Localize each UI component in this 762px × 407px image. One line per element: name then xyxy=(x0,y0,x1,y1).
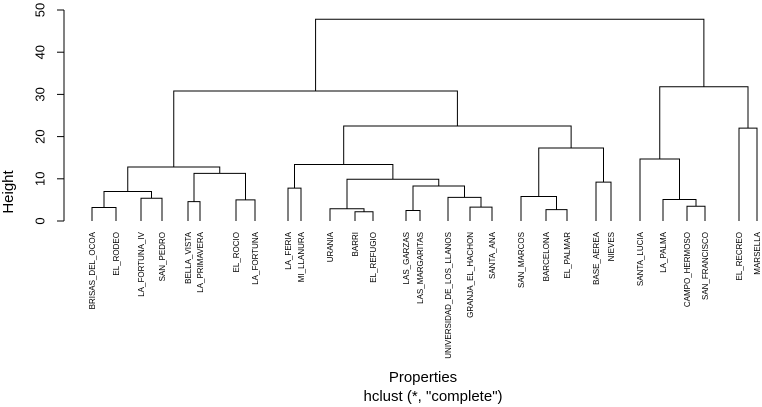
leaf-labels: BRISAS_DEL_OCOA EL_RODEO LA_FORTUNA_IV SAN_… xyxy=(88,231,762,358)
leaf-label: BRISAS_DEL_OCOA xyxy=(88,231,97,309)
leaf-label: BARCELONA xyxy=(542,231,551,281)
leaf-label: LA_FORTUNA xyxy=(251,231,260,284)
y-axis-ticks: 0 10 20 30 40 50 xyxy=(33,3,64,225)
dendrogram-merge-link xyxy=(447,196,482,221)
leaf-label: SANTA_ANA xyxy=(488,231,497,279)
dendrogram-merge-link xyxy=(686,205,706,221)
leaf-label: EL_RODEO xyxy=(112,232,121,276)
dendrogram-merge-link xyxy=(412,185,465,211)
dendrogram-merge-link xyxy=(405,209,421,221)
y-tick-label: 10 xyxy=(33,172,48,186)
leaf-label: SAN_FRANCISCO xyxy=(701,232,710,300)
leaf-label: CAMPO_HERMOSO xyxy=(683,232,692,307)
dendrogram-merge-link xyxy=(235,199,256,221)
leaf-label: SAN_MARCOS xyxy=(517,232,526,288)
dendrogram-merge-link xyxy=(140,197,163,221)
leaf-label: EL_PALMAR xyxy=(563,232,572,279)
leaf-label: GRANJA_EL_HACHON xyxy=(466,232,475,318)
leaf-label: LA_FERIA xyxy=(284,231,293,269)
leaf-label: NIEVES xyxy=(607,232,616,261)
dendrogram-merge-link xyxy=(738,127,758,221)
dendrogram-merge-link xyxy=(662,198,697,221)
dendrogram-merge-link xyxy=(538,147,604,197)
y-tick-label: 0 xyxy=(33,217,48,224)
leaf-label: EL_RECREO xyxy=(735,232,744,280)
x-axis-title: Properties xyxy=(389,369,457,386)
y-axis-title: Height xyxy=(0,169,17,213)
leaf-label: MI_LLANURA xyxy=(297,231,306,282)
leaf-label: EL_ROCIO xyxy=(232,232,241,272)
leaf-label: LA_PRIMAVERA xyxy=(196,231,205,292)
y-tick-label: 50 xyxy=(33,3,48,17)
dendrogram-merge-link xyxy=(294,163,394,189)
leaf-label: MARSELLA xyxy=(753,231,762,274)
leaf-label: SAN_PEDRO xyxy=(158,232,167,281)
dendrogram-merge-link xyxy=(91,206,117,221)
dendrogram-merge-link xyxy=(127,166,221,192)
leaf-label: BARRI xyxy=(351,232,360,256)
dendrogram-merge-link xyxy=(187,201,201,221)
dendrogram-merge-link xyxy=(639,158,680,221)
dendrogram-merge-link xyxy=(346,178,440,209)
dendrogram-merge-link xyxy=(343,125,572,165)
y-tick-label: 20 xyxy=(33,129,48,143)
leaf-label: LA_PALMA xyxy=(659,231,668,272)
leaf-label: SANTA_LUCIA xyxy=(636,231,645,286)
leaf-label: EL_REFUGIO xyxy=(369,232,378,283)
dendrogram-merge-link xyxy=(173,90,458,167)
dendrogram-merge-link xyxy=(329,208,365,221)
y-tick-label: 30 xyxy=(33,87,48,101)
leaf-label: URANIA xyxy=(326,231,335,262)
leaf-label: LAS_GARZAS xyxy=(402,232,411,284)
leaf-label: BASE_AEREA xyxy=(592,231,601,285)
dendrogram-merge-link xyxy=(315,18,705,92)
dendrogram-merge-link xyxy=(287,187,302,221)
dendrogram-merge-link xyxy=(469,206,493,221)
leaf-label: UNIVERSIDAD_DE_LOS_LLANOS xyxy=(444,232,453,359)
dendrogram-merge-link xyxy=(103,190,152,208)
dendrogram-merge-link xyxy=(354,211,374,221)
dendrogram-merge-link xyxy=(595,181,612,221)
y-tick-label: 40 xyxy=(33,45,48,59)
dendrogram-merge-link xyxy=(520,196,557,221)
leaf-label: BELLA_VISTA xyxy=(184,231,193,284)
dendrogram-merge-link xyxy=(545,209,568,221)
leaf-label: LAS_MARGARITAS xyxy=(416,232,425,304)
dendrogram-merge-link xyxy=(659,86,749,159)
dendrogram-branches xyxy=(91,18,758,221)
dendrogram-merge-link xyxy=(193,172,246,202)
method-sublabel: hclust (*, "complete") xyxy=(363,388,502,405)
leaf-label: LA_FORTUNA_IV xyxy=(137,231,146,296)
